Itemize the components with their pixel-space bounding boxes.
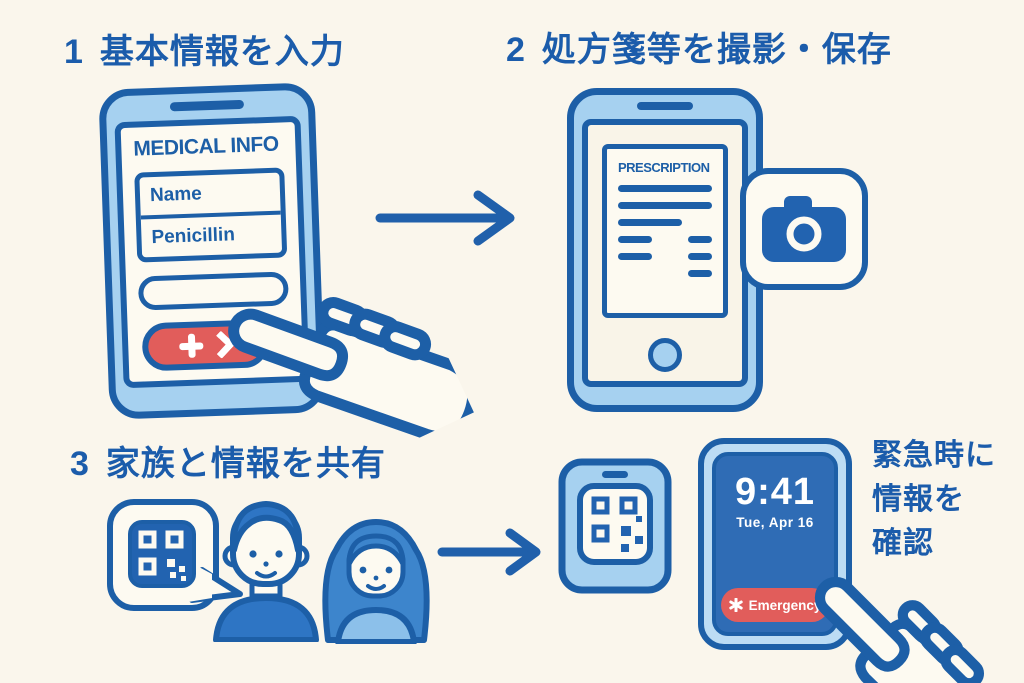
step-3-text: 家族と情報を共有 (105, 445, 386, 483)
plus-icon (179, 333, 204, 358)
emergency-note: 緊急時に 情報を 確認 (872, 434, 996, 565)
note-line: 緊急時に (872, 439, 996, 472)
note-line: 情報を (872, 482, 965, 516)
step-1-number: 1 (64, 33, 84, 71)
camera-app-tile (740, 168, 868, 290)
pointing-hand-icon (814, 576, 985, 683)
speaker-bar (637, 102, 693, 110)
medical-info-heading: MEDICAL INFO (132, 132, 279, 161)
doc-text-line (618, 219, 682, 226)
phone-lockscreen: 9:41 Tue, Apr 16 Emergency (698, 438, 852, 650)
phone-prescription: PRESCRIPTION (567, 88, 763, 412)
home-button-icon (648, 338, 682, 372)
emergency-label: Emergency (748, 597, 822, 613)
camera-icon (762, 196, 846, 262)
step-1-title: 1 基本情報を入力 (64, 24, 345, 73)
step-3-number: 3 (70, 445, 90, 483)
form-fields: Name Penicillin (134, 167, 288, 263)
step-3-title: 3 家族と情報を共有 (70, 436, 386, 485)
doc-text-row (618, 253, 712, 260)
doc-text-row (618, 270, 712, 277)
clock-time: 9:41 (734, 471, 816, 513)
clock-date: Tue, Apr 16 (736, 515, 814, 530)
doc-text-line (618, 202, 712, 209)
name-field: Name (149, 183, 203, 207)
speech-bubble-icon (107, 499, 243, 611)
arrow-right-icon (375, 190, 515, 246)
man-icon (213, 501, 319, 642)
note-line: 確認 (872, 526, 934, 560)
prescription-screen: PRESCRIPTION (582, 119, 748, 387)
asterisk-icon (728, 598, 743, 612)
qr-code-icon (128, 520, 196, 588)
step-2-title: 2 処方箋等を撮影・保存 (506, 22, 892, 71)
prescription-heading: PRESCRIPTION (618, 160, 710, 175)
step-2-text: 処方箋等を撮影・保存 (541, 31, 892, 69)
qr-code-icon (591, 496, 643, 552)
arrow-right-icon (437, 528, 541, 576)
emergency-button: Emergency (721, 588, 829, 622)
allergy-field: Penicillin (140, 210, 283, 258)
doc-text-line (618, 185, 712, 192)
step-1-text: 基本情報を入力 (99, 33, 345, 71)
prescription-document: PRESCRIPTION (602, 144, 728, 318)
doc-text-row (618, 236, 712, 243)
step-2-number: 2 (506, 31, 526, 69)
pointing-hand-icon (228, 297, 474, 443)
qr-phone-icon (558, 458, 672, 594)
woman-icon (322, 519, 430, 644)
